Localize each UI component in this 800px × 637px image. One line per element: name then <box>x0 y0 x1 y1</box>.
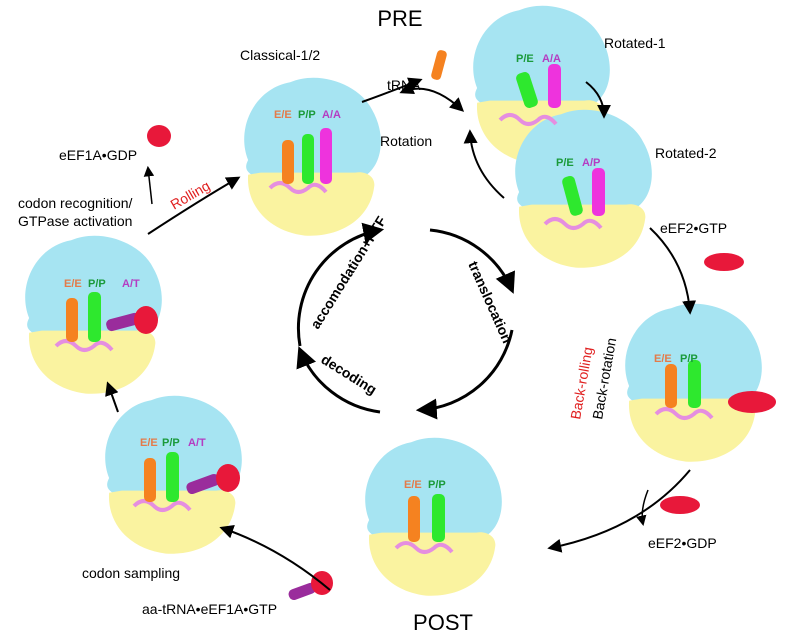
svg-text:A/A: A/A <box>542 53 561 65</box>
svg-text:E/E: E/E <box>654 353 672 365</box>
site-labels-sampling: E/E P/P A/T <box>140 437 206 449</box>
ribosome-rotated2 <box>515 109 652 268</box>
svg-text:P/P: P/P <box>680 353 698 365</box>
eef2-gtp-blob <box>704 253 744 271</box>
free-trna-glyph <box>431 50 447 80</box>
svg-text:P/P: P/P <box>298 109 316 121</box>
codon-sampling-label: codon sampling <box>82 565 180 581</box>
svg-text:E/E: E/E <box>274 109 292 121</box>
aa-trna-label: aa-tRNA•eEF1A•GTP <box>142 601 277 617</box>
rotation-label: Rotation <box>380 133 432 149</box>
post-to-sampling-arrow <box>219 525 331 591</box>
site-labels-rotated1: P/E A/A <box>516 53 561 65</box>
eef1a-gdp-label: eEF1A•GDP <box>59 147 137 163</box>
svg-text:P/P: P/P <box>428 479 446 491</box>
sampling-to-recognition-arrow <box>105 381 119 413</box>
trnas-rotated2 <box>543 168 605 230</box>
svg-text:E/E: E/E <box>404 479 422 491</box>
trnas-recognition <box>54 292 158 352</box>
svg-text:P/E: P/E <box>556 157 574 169</box>
trnas-post <box>394 494 454 554</box>
eef2-gtp-label: eEF2•GTP <box>660 220 727 236</box>
trna-release-arrow <box>361 77 423 103</box>
gtpase-activation-label: GTPase activation <box>18 213 132 229</box>
eef2-gdp-blob <box>660 496 700 514</box>
site-labels-post: E/E P/P <box>404 479 446 491</box>
svg-text:A/T: A/T <box>122 278 140 290</box>
trnas-backrotation <box>654 360 776 420</box>
recognition-to-classical-arrow <box>147 176 241 235</box>
svg-text:P/P: P/P <box>162 437 180 449</box>
rotated1-label: Rotated-1 <box>604 35 666 51</box>
svg-text:P/P: P/P <box>88 278 106 290</box>
inner-cycle <box>296 222 515 420</box>
rotated2-label: Rotated-2 <box>655 145 717 161</box>
site-labels-backrotation: E/E P/P <box>654 353 698 365</box>
eef2-gdp-label: eEF2•GDP <box>648 535 717 551</box>
svg-text:A/T: A/T <box>188 437 206 449</box>
eef2-binding-arrow <box>649 227 697 315</box>
svg-text:P/E: P/E <box>516 53 534 65</box>
svg-text:E/E: E/E <box>64 278 82 290</box>
site-labels-classical: E/E P/P A/A <box>274 109 341 121</box>
back-to-post-arrow <box>547 469 691 553</box>
post-title: POST <box>413 610 473 635</box>
eef1a-gdp-blob <box>147 125 171 147</box>
eef1a-release-arrow <box>143 165 155 205</box>
svg-text:E/E: E/E <box>140 437 158 449</box>
rotated1-to-rotated2-arrow <box>585 81 611 119</box>
translocation-label: translocation <box>465 259 515 346</box>
rotation-return-arrow <box>463 129 505 199</box>
pre-title: PRE <box>377 6 422 31</box>
site-labels-recognition: E/E P/P A/T <box>64 278 140 290</box>
svg-text:A/P: A/P <box>582 157 600 169</box>
trnas-sampling <box>132 452 240 512</box>
svg-text:A/A: A/A <box>322 109 341 121</box>
eef2-release-arrow <box>636 489 649 527</box>
codon-recognition-label: codon recognition/ <box>18 195 133 211</box>
trnas-rotated1 <box>498 64 561 126</box>
trnas-classical <box>268 128 332 194</box>
classical-label: Classical-1/2 <box>240 47 320 63</box>
trna-label: tRNA <box>387 77 421 93</box>
site-labels-rotated2: P/E A/P <box>556 157 600 169</box>
